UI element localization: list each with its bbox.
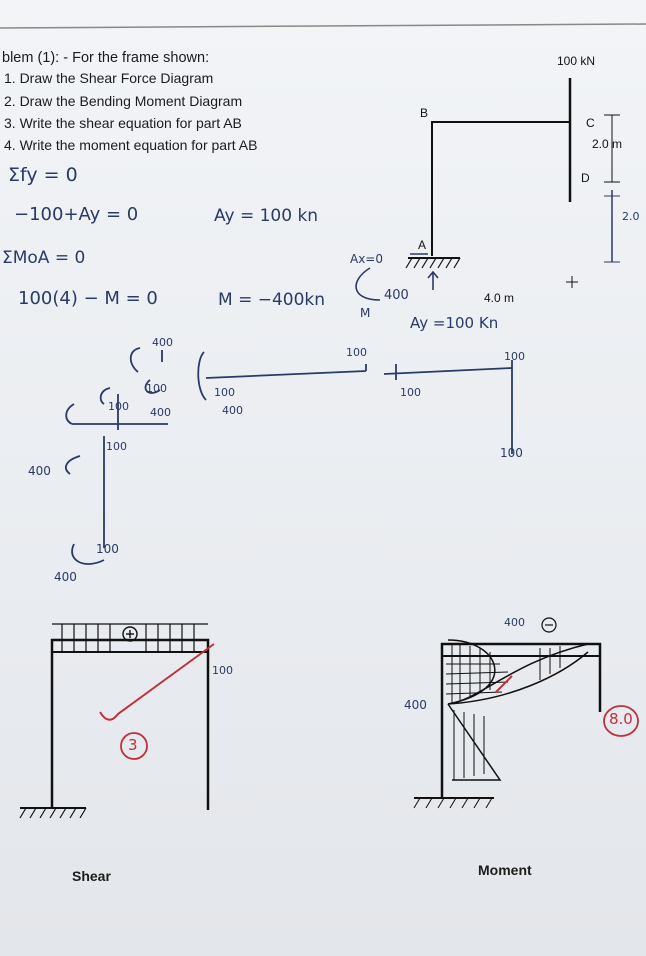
moment-hatch: [413, 644, 561, 809]
sketch-100-e: 100: [214, 386, 235, 399]
node-c-label: C: [586, 116, 595, 130]
moment-title: Moment: [478, 862, 532, 878]
load-label: 100 kN: [557, 54, 596, 68]
moment-curve: [447, 639, 589, 781]
eq-m: M = −400kn: [218, 290, 326, 310]
shear-diagram: [20, 638, 210, 810]
sketch-100-g: 100: [400, 386, 421, 399]
problem-item-3: 3. Write the shear equation for part AB: [4, 115, 242, 131]
eq-ay: Ay = 100 kn: [214, 206, 319, 226]
eq-moment: 100(4) − M = 0: [18, 288, 158, 309]
sketch-400-b: 400: [150, 406, 171, 419]
eq-sum-fy: Σfy = 0: [8, 164, 78, 186]
shear-value-100: 100: [212, 664, 233, 677]
score-3: 3: [128, 736, 138, 754]
sketch-400-left: 400: [28, 464, 51, 478]
moment-diagram: [414, 642, 602, 799]
eq-sum-moa: ΣMoA = 0: [2, 248, 86, 268]
moment-value-400-left: 400: [404, 698, 427, 712]
moment-value-400-top: 400: [504, 616, 525, 629]
sketch-100-d: 100: [96, 542, 119, 556]
problem-item-4: 4. Write the moment equation for part AB: [4, 137, 258, 153]
eq-fy-sub: −100+Ay = 0: [14, 204, 139, 225]
frame-figure: [405, 78, 572, 269]
sketch-100-i: 100: [500, 446, 523, 460]
sketch-100-b: 100: [108, 400, 129, 413]
problem-item-1: 1. Draw the Shear Force Diagram: [4, 70, 214, 86]
sketch-100-f: 100: [346, 346, 367, 359]
free-body-sketch: [65, 347, 513, 565]
ay-under: Ay =100 Kn: [410, 314, 499, 332]
dimension-ab: 4.0 m: [484, 291, 515, 305]
dimension-side: 2.0: [622, 210, 640, 223]
sketch-400-c: 400: [222, 404, 243, 417]
score-8: 8.0: [609, 710, 633, 728]
node-a-label: A: [418, 238, 427, 252]
sketch-100-c: 100: [106, 440, 127, 453]
shear-hatch: [19, 623, 208, 819]
ax-note: Ax=0: [350, 252, 383, 266]
sketch-100-h: 100: [504, 350, 525, 363]
node-d-label: D: [581, 171, 590, 185]
m-letter: M: [360, 306, 371, 320]
sketch-100-a: 100: [146, 382, 167, 395]
dimension-cd: 2.0 m: [592, 137, 623, 151]
shear-title: Shear: [72, 868, 111, 884]
node-b-label: B: [420, 106, 429, 120]
m400-note: 400: [384, 288, 409, 303]
sketch-400-top: 400: [152, 336, 173, 349]
problem-title: blem (1): - For the frame shown:: [2, 50, 210, 66]
problem-item-2: 2. Draw the Bending Moment Diagram: [4, 93, 243, 109]
sketch-400-d: 400: [54, 570, 77, 584]
